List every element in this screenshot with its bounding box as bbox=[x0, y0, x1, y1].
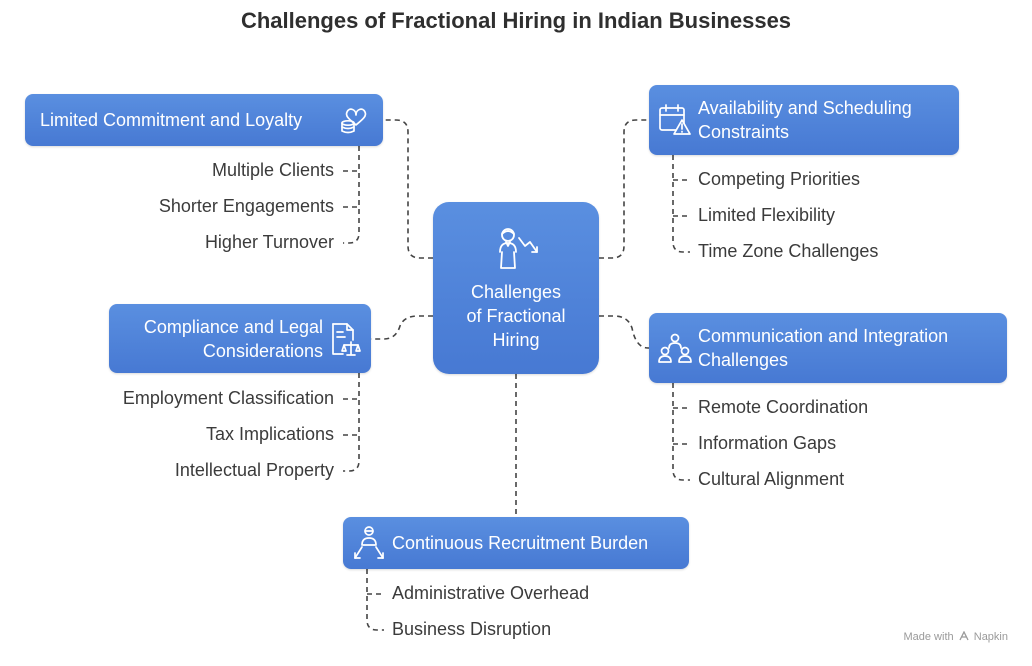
availability-item-1: Competing Priorities bbox=[698, 169, 861, 189]
recruitment-item-1: Administrative Overhead bbox=[392, 583, 590, 603]
diagram-title: Challenges of Fractional Hiring in India… bbox=[240, 8, 792, 33]
recruitment-branch-label: Continuous Recruitment Burden bbox=[392, 533, 649, 553]
coins-heart-icon bbox=[341, 108, 367, 134]
recruitment-item-2: Business Disruption bbox=[392, 619, 552, 639]
compliance-branch-line2: Considerations bbox=[202, 341, 323, 361]
communication-item-1: Remote Coordination bbox=[698, 397, 869, 417]
commitment-item-1: Multiple Clients bbox=[211, 160, 334, 180]
credit-brand: Napkin bbox=[973, 631, 1008, 643]
compliance-item-1: Employment Classification bbox=[122, 388, 334, 408]
communication-item-2: Information Gaps bbox=[698, 433, 837, 453]
availability-branch-line2: Constraints bbox=[698, 122, 790, 142]
availability-branch-line1: Availability and Scheduling bbox=[698, 98, 912, 118]
communication-item-3: Cultural Alignment bbox=[698, 469, 845, 489]
central-topic-line3: Hiring bbox=[492, 330, 540, 350]
commitment-branch-box: Limited Commitment and Loyalty bbox=[25, 94, 383, 146]
recruiter-icon bbox=[354, 526, 384, 559]
team-icon bbox=[658, 333, 692, 363]
worker-decline-icon bbox=[499, 228, 538, 269]
compliance-branch-box: Compliance and Legal Considerations bbox=[109, 304, 371, 373]
availability-item-2: Limited Flexibility bbox=[698, 205, 836, 225]
legal-document-icon bbox=[332, 323, 361, 356]
commitment-item-2: Shorter Engagements bbox=[158, 196, 334, 216]
central-topic-line1: Challenges bbox=[470, 282, 562, 302]
central-topic-line2: of Fractional bbox=[466, 306, 566, 326]
commitment-item-3: Higher Turnover bbox=[204, 232, 334, 252]
central-topic-node: Challenges of Fractional Hiring bbox=[433, 202, 599, 374]
availability-branch-box: Availability and Scheduling Constraints bbox=[649, 85, 959, 155]
compliance-branch-line1: Compliance and Legal bbox=[143, 317, 323, 337]
communication-branch-box: Communication and Integration Challenges bbox=[649, 313, 1007, 383]
credit-text: Made with bbox=[903, 631, 954, 643]
recruitment-branch-box: Continuous Recruitment Burden bbox=[343, 517, 689, 569]
napkin-logo-icon bbox=[959, 630, 969, 641]
communication-branch-line2: Challenges bbox=[698, 350, 789, 370]
communication-branch-line1: Communication and Integration bbox=[698, 326, 949, 346]
made-with-credit: Made with Napkin bbox=[903, 630, 1008, 643]
commitment-branch-label: Limited Commitment and Loyalty bbox=[40, 110, 303, 130]
calendar-warning-icon bbox=[659, 104, 691, 135]
compliance-item-2: Tax Implications bbox=[205, 424, 334, 444]
compliance-item-3: Intellectual Property bbox=[174, 460, 334, 480]
availability-item-3: Time Zone Challenges bbox=[698, 241, 879, 261]
